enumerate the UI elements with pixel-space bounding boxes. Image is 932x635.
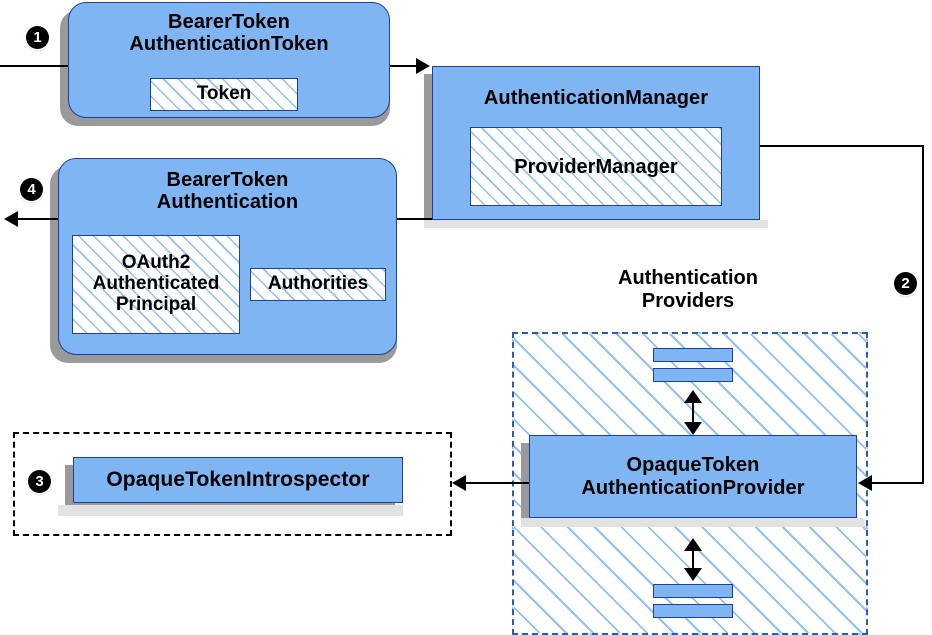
step-1-bullet: 1 [26,26,49,49]
authentication-manager-shadow-outer [424,220,768,228]
arrow-provider-to-introspector [452,475,466,491]
step-4-number: 4 [27,181,36,198]
bearer-token-authentication-token-node[interactable]: BearerToken AuthenticationToken [68,2,390,118]
connector-top-double-arrow [692,398,694,426]
provider-manager-compartment: ProviderManager [470,127,722,206]
arrow-token-to-authentication-manager [416,58,430,74]
bearer-token-authentication-title-line2: Authentication [156,191,299,214]
connector-authentication-to-output [18,218,60,220]
step-1-number: 1 [33,29,42,46]
authentication-manager-title: AuthenticationManager [483,87,709,109]
step-3-bullet: 3 [28,470,51,493]
oauth2-principal-label-line1: OAuth2 [121,252,191,274]
step-4-bullet: 4 [20,178,43,201]
arrow-to-opaque-token-authentication-provider [858,475,872,491]
opaque-token-introspector-title: OpaqueTokenIntrospector [106,468,370,492]
step-2-number: 2 [901,275,910,292]
token-compartment-label: Token [196,83,252,105]
provider-stack-bar-bottom-2 [653,604,733,618]
connector-authentication-manager-to-authentication [397,218,432,220]
connector-manager-right-segment [760,145,924,147]
opaque-token-authentication-provider-shadow-outer [521,518,865,527]
provider-manager-label: ProviderManager [514,155,678,178]
connector-right-to-provider-segment [872,482,924,484]
step-2-bullet: 2 [894,272,917,295]
opaque-token-authentication-provider-title-line2: AuthenticationProvider [581,476,805,499]
oauth2-principal-label-line3: Principal [115,293,197,315]
arrow-authentication-to-output [4,211,18,227]
authentication-providers-caption-line1: Authentication [618,267,758,289]
bearer-token-authentication-title-line1: BearerToken [166,169,289,191]
connector-provider-to-introspector [466,482,529,484]
step-3-number: 3 [35,473,44,490]
connector-right-vertical-segment [922,145,924,483]
opaque-token-introspector-container [13,432,452,536]
authorities-compartment: Authorities [250,268,386,301]
provider-stack-bar-bottom-1 [653,584,733,598]
connector-token-to-authentication-manager [390,65,418,67]
connector-input-to-token [0,65,68,67]
opaque-token-introspector-shadow-outer [58,505,403,516]
provider-stack-bar-top-2 [653,368,733,382]
connector-bottom-double-arrow [692,546,694,572]
provider-stack-bar-top-1 [653,348,733,362]
arrow-down-to-provider [684,422,702,435]
bearer-token-authentication-token-title-line2: AuthenticationToken [129,33,329,56]
authentication-providers-caption-line2: Providers [641,290,735,312]
opaque-token-authentication-provider-node[interactable]: OpaqueToken AuthenticationProvider [529,435,857,518]
oauth2-authenticated-principal-compartment: OAuth2 Authenticated Principal [72,235,240,334]
authorities-label: Authorities [267,273,369,295]
arrow-up-to-provider [684,538,702,551]
opaque-token-introspector-node[interactable]: OpaqueTokenIntrospector [73,457,403,503]
opaque-token-authentication-provider-title-line1: OpaqueToken [626,454,760,477]
oauth2-principal-label-line2: Authenticated [92,273,220,295]
authentication-providers-caption: Authentication Providers [578,267,798,313]
arrow-up-to-top-stack [684,390,702,403]
token-compartment: Token [150,78,298,111]
bearer-token-authentication-token-title-line1: BearerToken [168,11,290,33]
arrow-down-to-bottom-stack [684,568,702,581]
